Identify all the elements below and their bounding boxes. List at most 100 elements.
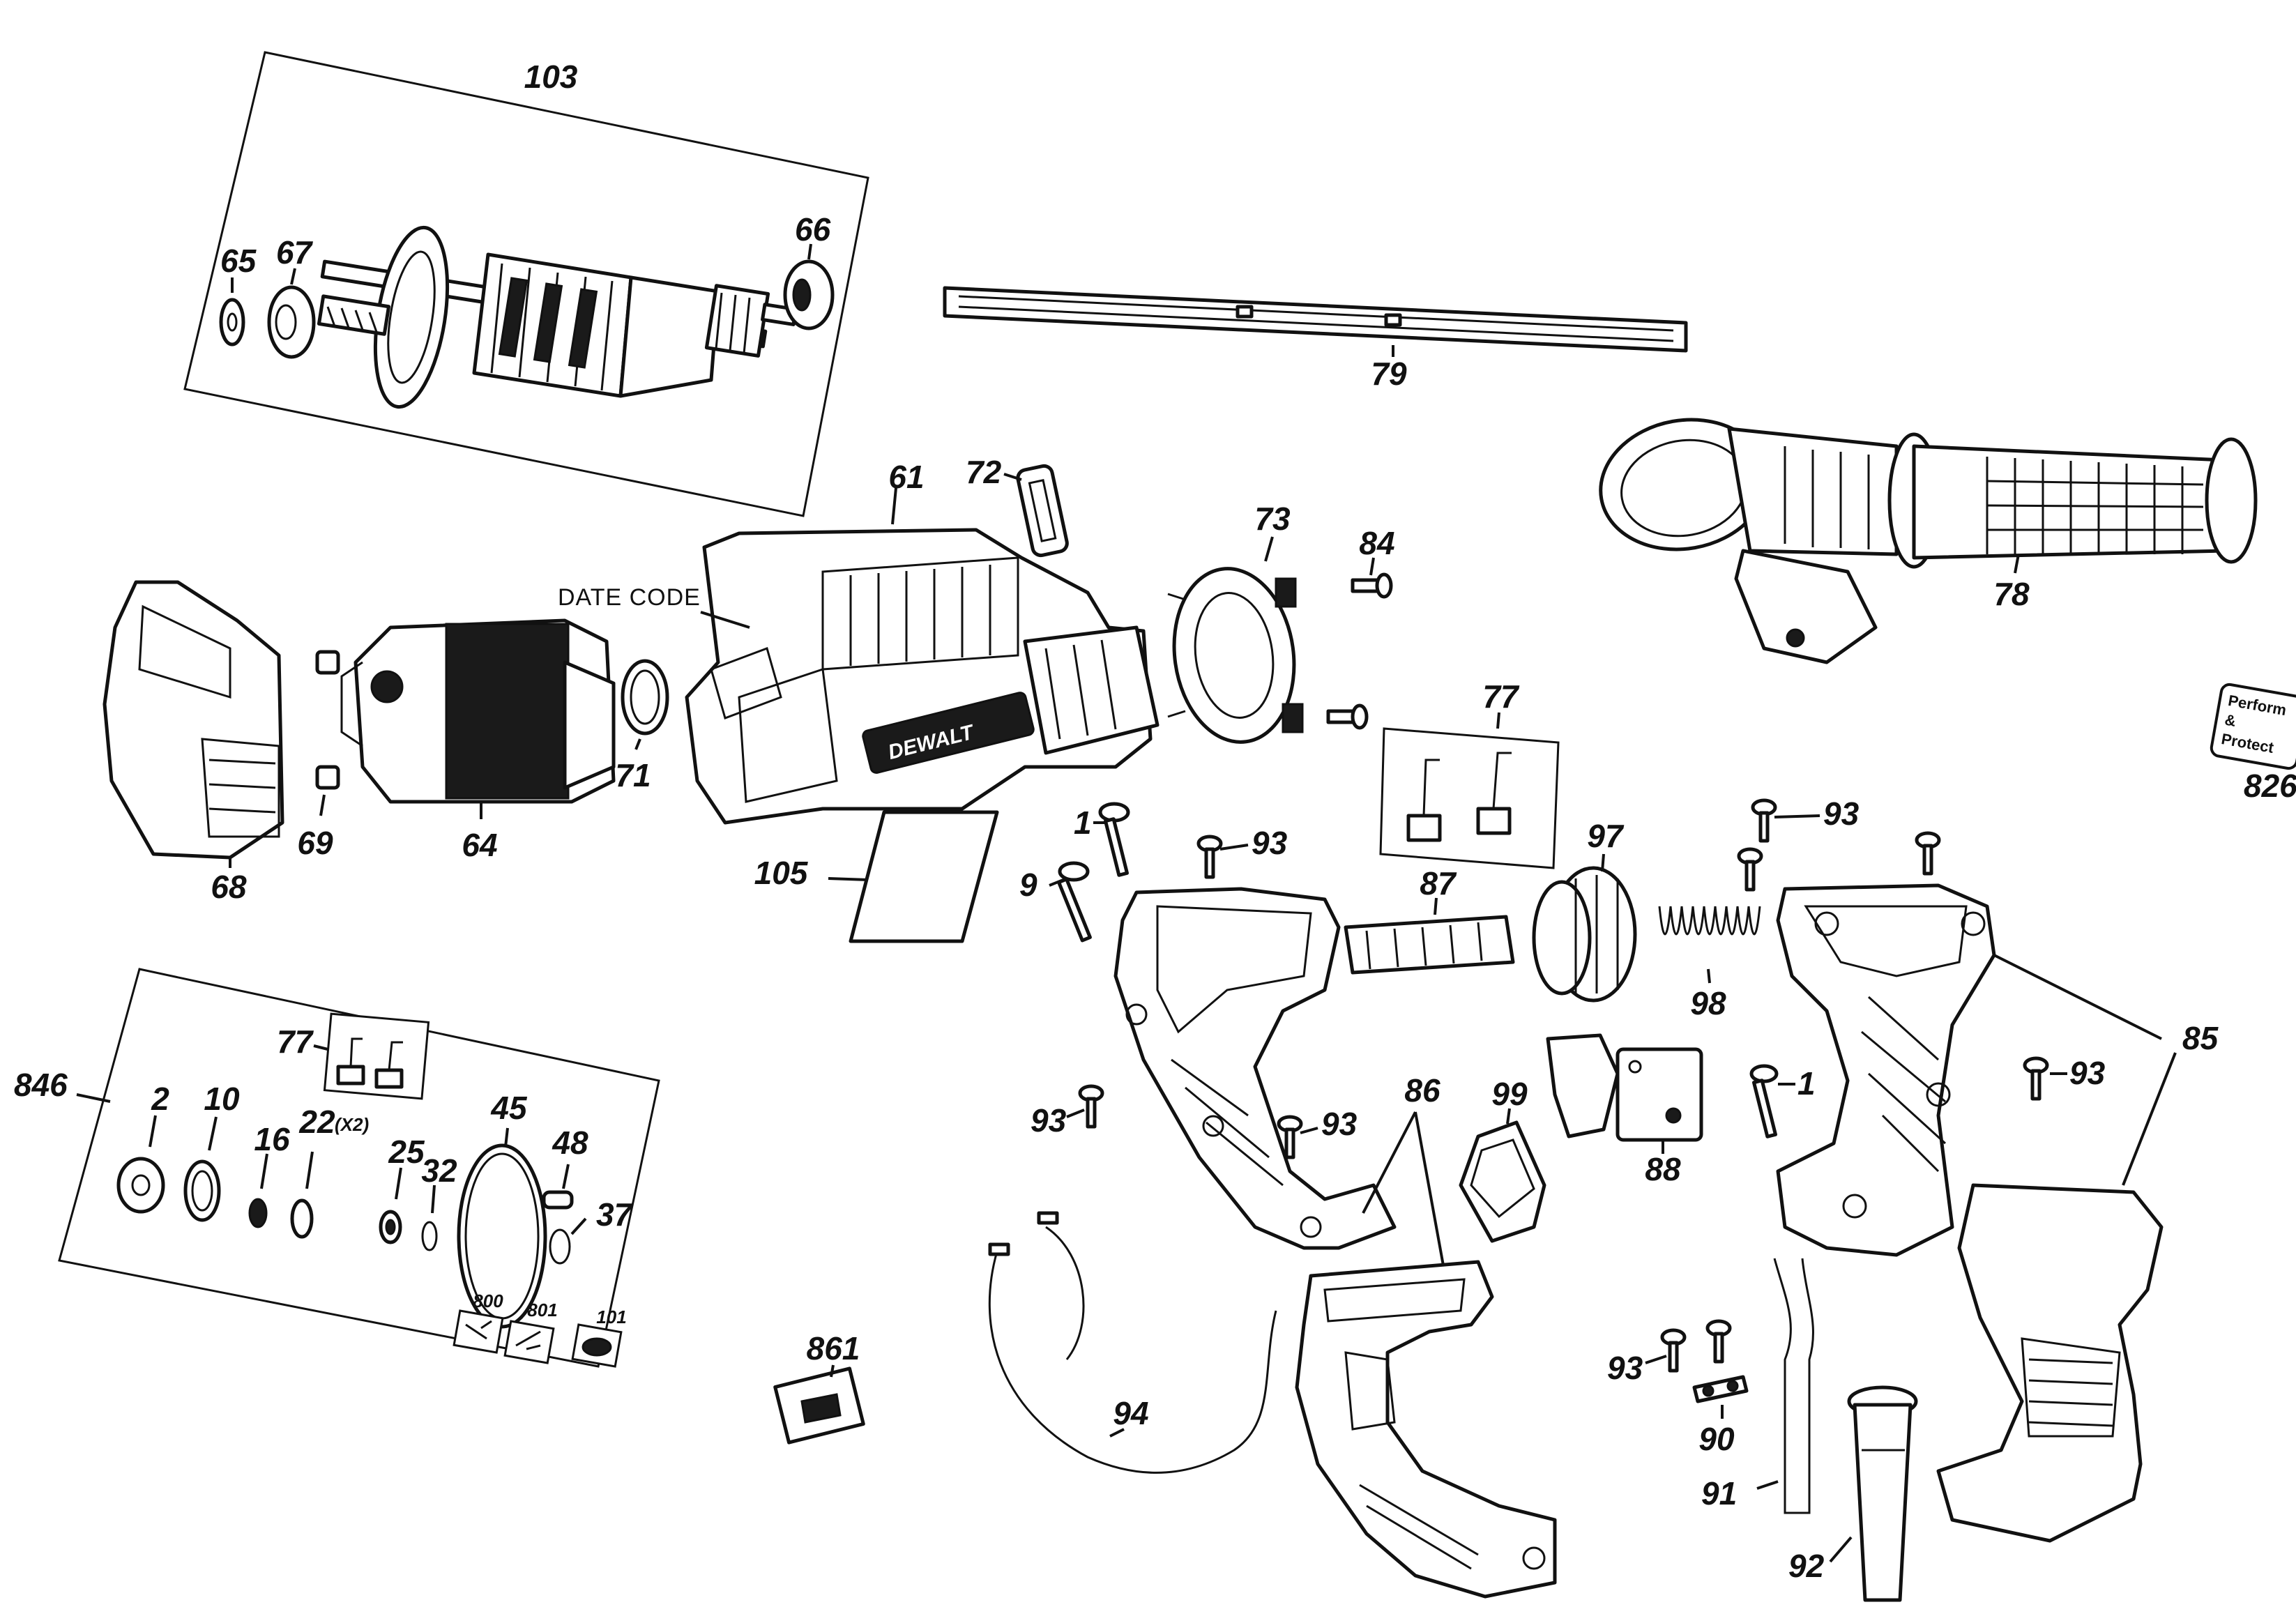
housing-half-left [1113,887,1397,1250]
screw-93-e [1277,1115,1318,1159]
cord-sleeve-92 [1829,1385,1918,1602]
brush-ring-73 [1167,536,1304,744]
callout-94: 94 [1113,1395,1148,1431]
spring-98 [1658,906,1761,984]
washer-65 [219,298,245,346]
boot-99 [1459,1108,1546,1243]
callout-22-qty: (X2) [335,1114,369,1135]
kit-part-22 [290,1198,314,1239]
screw-1-upper [1093,802,1130,877]
callout-37: 37 [596,1196,634,1233]
callout-66: 66 [795,211,831,247]
screw-93-c [2023,1056,2067,1101]
sticker-line2: & [2223,711,2237,730]
screw-84 [1326,557,1393,730]
callout-65: 65 [220,243,257,279]
callout-32: 32 [421,1152,457,1189]
callout-73: 73 [1254,501,1291,537]
callout-98: 98 [1690,985,1726,1021]
gear-case-68 [102,580,284,868]
callout-48: 48 [552,1125,588,1161]
armature-kit-box [183,51,869,517]
brush-kit-77-inner [313,1012,430,1100]
part-861 [773,1364,865,1445]
handle-overmold-85 [1936,1183,2164,1543]
switch-88 [1546,1033,1703,1154]
pins-69 [315,650,340,816]
label-105 [828,810,999,943]
callout-77-kit: 77 [277,1023,314,1060]
callout-93-f: 93 [1607,1350,1643,1386]
kit-icon-800 [453,1309,504,1354]
callout-103: 103 [524,59,578,95]
callout-16: 16 [254,1121,290,1157]
brush-kit-77 [1379,712,1560,869]
screw-93-f [1645,1319,1732,1373]
callout-1-upper: 1 [1074,805,1092,841]
kit-icon-101 [571,1323,623,1368]
cord-94 [988,1211,1277,1474]
callout-84: 84 [1359,525,1394,561]
bearing-67 [267,285,316,359]
callout-846: 846 [14,1067,68,1103]
motor-housing-61: DEWALT [685,487,1160,825]
armature-core-slots [490,263,614,391]
kit-part-48 [542,1190,574,1210]
callout-93-d: 93 [1031,1102,1067,1138]
clamp-90 [1692,1375,1749,1419]
callout-64: 64 [462,827,497,863]
callout-61: 61 [888,459,924,495]
clip-72 [1003,464,1069,558]
field-64 [340,618,616,819]
kit-part-2 [116,1157,165,1214]
callout-93-a: 93 [1252,825,1288,861]
callout-800: 800 [473,1290,503,1311]
callout-99: 99 [1491,1076,1528,1112]
callout-90: 90 [1698,1421,1735,1457]
callout-2: 2 [151,1081,169,1117]
callout-45: 45 [490,1090,528,1126]
callout-22: 22 [298,1104,335,1140]
callout-87: 87 [1420,865,1457,901]
callout-85: 85 [2182,1020,2219,1056]
callout-93-e: 93 [1321,1106,1358,1142]
ring-71 [621,659,669,750]
callout-68: 68 [211,869,247,905]
handle-shell-86 [1295,1260,1557,1599]
callout-92: 92 [1788,1548,1825,1584]
callout-72: 72 [966,454,1002,490]
callout-71: 71 [615,757,651,793]
callout-105: 105 [754,855,809,891]
clutch-97 [1532,853,1637,1003]
service-kit-box [58,968,660,1368]
rod-79 [943,286,1688,357]
callout-69: 69 [297,825,333,861]
callout-93-b: 93 [1823,795,1860,832]
callout-93-c: 93 [2069,1055,2106,1091]
screw-93-d [1066,1084,1104,1129]
callout-86: 86 [1404,1072,1440,1109]
switch-carrier-87 [1344,897,1515,975]
screw-9 [1049,861,1092,943]
callout-97: 97 [1587,818,1625,854]
callout-91: 91 [1701,1475,1737,1511]
date-code-label: DATE CODE [558,584,701,611]
kit-part-32 [421,1221,438,1251]
leader-86 [1362,1111,1445,1266]
kit-part-25 [379,1210,402,1244]
callout-79: 79 [1371,356,1407,392]
leader-85 [1993,954,2177,1186]
bearing-66 [783,259,835,330]
side-handle-78 [1599,418,2258,664]
armature-assembly [317,225,798,409]
callout-25: 25 [388,1134,425,1170]
kit-part-16 [248,1198,268,1228]
kit-part-10 [183,1159,221,1222]
callout-9: 9 [1019,867,1037,903]
callout-1-lower: 1 [1797,1065,1816,1102]
callout-67: 67 [276,234,314,271]
callout-78: 78 [1993,576,2030,612]
screw-93-a [1196,835,1249,879]
callout-88: 88 [1645,1151,1681,1187]
